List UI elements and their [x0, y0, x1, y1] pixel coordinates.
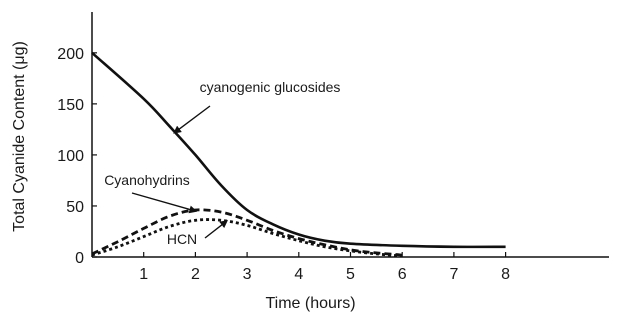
x-tick-label: 7 [449, 266, 458, 283]
series-line-cyanohydrins [91, 208, 403, 257]
annotation-arrow-hcn [204, 220, 228, 239]
x-tick-label: 1 [139, 266, 148, 283]
axes [91, 12, 609, 258]
x-axis-title: Time (hours) [265, 295, 355, 312]
y-tick-label: 100 [57, 148, 84, 165]
series-line-cyanogenic-glucosides [91, 51, 506, 249]
series-line-hcn [91, 218, 403, 258]
annotation-cyanogenic-glucosides: cyanogenic glucosides [200, 79, 341, 95]
series-layer [91, 51, 506, 258]
x-tick-label: 5 [346, 266, 355, 283]
y-tick-label: 150 [57, 97, 84, 114]
x-tick-label: 3 [243, 266, 252, 283]
x-tick-label: 6 [398, 266, 407, 283]
x-tick-label: 4 [294, 266, 303, 283]
y-tick-label: 0 [75, 250, 84, 267]
x-ticks: 1 2 3 4 5 6 7 8 [139, 252, 510, 283]
y-tick-label: 200 [57, 46, 84, 63]
y-tick-label: 50 [66, 199, 84, 216]
y-ticks: 0 50 100 150 200 [57, 46, 97, 267]
annotation-hcn: HCN [167, 231, 197, 247]
annotation-arrow-cyanogenic-glucosides [173, 105, 211, 134]
x-tick-label: 8 [501, 266, 510, 283]
x-tick-label: 2 [191, 266, 200, 283]
annotation-cyanohydrins: Cyanohydrins [104, 172, 190, 188]
y-axis-title: Total Cyanide Content (μg) [11, 41, 28, 232]
annotation-arrow-cyanohydrins [131, 192, 198, 214]
